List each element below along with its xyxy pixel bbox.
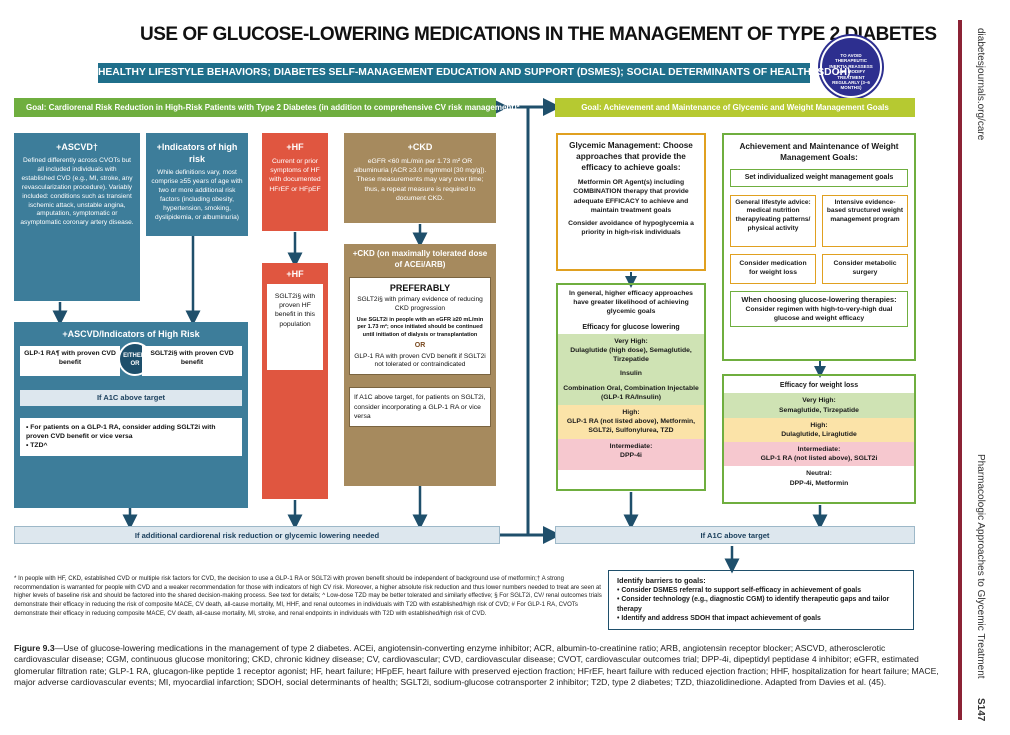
weight-efficacy-box: Efficacy for weight loss Very High: Sema… — [722, 374, 916, 504]
barrier-item: • Identify and address SDOH that impact … — [617, 614, 821, 622]
side-accent-bar — [958, 20, 962, 720]
weight-intermediate-tier: Intermediate: GLP-1 RA (not listed above… — [724, 442, 914, 467]
caption-text: —Use of glucose-lowering medications in … — [14, 643, 939, 688]
intensive-program-box: Intensive evidence-based structured weig… — [822, 194, 908, 247]
hf-box: +HF Current or prior symptoms of HF with… — [262, 133, 328, 231]
ascvd-bullet-1: • For patients on a GLP-1 RA, consider a… — [26, 424, 216, 441]
weight-very-high-tier: Very High: Semaglutide, Tirzepatide — [724, 393, 914, 418]
set-weight-goals: Set individualized weight management goa… — [730, 169, 908, 187]
glucose-high-label: High: — [622, 408, 640, 416]
ckd-a1c-note: If A1C above target, for patients on SGL… — [349, 387, 491, 427]
ascvd-bullet-2: • TZD^ — [26, 442, 48, 450]
weight-high-tier: High: Dulaglutide, Liraglutide — [724, 417, 914, 443]
hf-therapy-heading: +HF — [286, 269, 304, 279]
choosing-therapies-text: Consider regimen with high-to-very-high … — [745, 305, 893, 322]
glucose-insulin: Insulin — [620, 370, 642, 378]
ckd-heading: +CKD — [407, 142, 433, 152]
weight-intermediate-label: Intermediate: — [797, 446, 841, 454]
weight-very-high-label: Very High: — [802, 397, 836, 405]
weight-neutral-drugs: DPP-4i, Metformin — [789, 479, 849, 487]
glycemic-intro: In general, higher efficacy approaches h… — [569, 290, 693, 316]
ascvd-a1c-bar: If A1C above target — [20, 390, 242, 407]
caption-label: Figure 9.3 — [14, 643, 55, 653]
barrier-item: • Consider DSMES referral to support sel… — [617, 586, 862, 594]
ascvd-text: Defined differently across CVOTs but all… — [20, 157, 134, 227]
glucose-intermediate-drugs: DPP-4i — [620, 451, 642, 459]
ascvd-high-risk-box: +ASCVD/Indicators of High Risk GLP-1 RA¶… — [14, 322, 248, 508]
glucose-efficacy-title: Efficacy for glucose lowering — [582, 323, 680, 331]
glucose-intermediate-tier: Intermediate: DPP-4i — [558, 438, 704, 470]
hf-therapy-text: SGLT2i§ with proven HF benefit in this p… — [267, 284, 323, 371]
goal-cardiorenal-bar: Goal: Cardiorenal Risk Reduction in High… — [14, 98, 520, 117]
weight-management-box: Achievement and Maintenance of Weight Ma… — [722, 133, 916, 361]
barrier-item: • Consider technology (e.g., diagnostic … — [617, 596, 890, 613]
goal-glycemic-bar: Goal: Achievement and Maintenance of Gly… — [555, 98, 915, 117]
or-label: OR — [414, 342, 426, 350]
ckd-egfr-line: Use SGLT2i in people with an eGFR ≥20 mL… — [356, 316, 484, 338]
ckd-box: +CKD eGFR <60 mL/min per 1.73 m² OR albu… — [344, 133, 496, 223]
ascvd-box: +ASCVD† Defined differently across CVOTs… — [14, 133, 140, 301]
glycemic-metformin-text: Metformin OR Agent(s) including COMBINAT… — [573, 179, 689, 214]
weight-medication-box: Consider medication for weight loss — [730, 253, 816, 284]
high-risk-text: While definitions vary, most comprise ≥5… — [151, 169, 243, 221]
weight-high-drugs: Dulaglutide, Liraglutide — [781, 430, 857, 438]
therapeutic-inertia-seal: TO AVOID THERAPEUTIC INERTIA REASSESS AN… — [820, 36, 882, 98]
preferably-label: PREFERABLY — [389, 282, 451, 293]
glucose-efficacy-box: In general, higher efficacy approaches h… — [556, 283, 706, 491]
ckd-therapy-box: +CKD (on maximally tolerated dose of ACE… — [344, 244, 496, 486]
weight-neutral-label: Neutral: — [806, 470, 832, 478]
ckd-glp1-line: GLP-1 RA with proven CVD benefit if SGLT… — [354, 352, 486, 369]
glucose-very-high-tier: Very High: Dulaglutide (high dose), Sema… — [558, 333, 704, 405]
ascvd-high-risk-heading: +ASCVD/Indicators of High Risk — [62, 329, 200, 339]
glycemic-hypoglycemia-text: Consider avoidance of hypoglycemia a pri… — [568, 219, 694, 237]
ascvd-addon-panel: • For patients on a GLP-1 RA, consider a… — [20, 418, 242, 456]
additional-risk-reduction-bar: If additional cardiorenal risk reduction… — [14, 526, 500, 544]
weight-very-high-drugs: Semaglutide, Tirzepatide — [779, 406, 859, 414]
section-title: Pharmacologic Approaches to Glycemic Tre… — [975, 454, 986, 679]
ckd-text: eGFR <60 mL/min per 1.73 m² OR albuminur… — [353, 158, 487, 202]
ascvd-heading: +ASCVD† — [56, 142, 98, 152]
glucose-intermediate-label: Intermediate: — [609, 442, 653, 450]
choosing-therapies-heading: When choosing glucose-lowering therapies… — [741, 294, 897, 304]
ckd-therapy-heading: +CKD (on maximally tolerated dose of ACE… — [352, 249, 488, 269]
choosing-therapies-box: When choosing glucose-lowering therapies… — [730, 290, 908, 327]
barriers-heading: Identify barriers to goals: — [617, 576, 706, 585]
figure-title: USE OF GLUCOSE-LOWERING MEDICATIONS IN T… — [140, 24, 937, 45]
high-risk-heading: +Indicators of high risk — [156, 142, 238, 165]
glycemic-management-box: Glycemic Management: Choose approaches t… — [556, 133, 706, 271]
hf-heading: +HF — [286, 142, 304, 152]
high-risk-box: +Indicators of high risk While definitio… — [146, 133, 248, 236]
figure-caption: Figure 9.3—Use of glucose-lowering medic… — [14, 643, 940, 689]
ckd-sglt2-line: SGLT2i§ with primary evidence of reducin… — [357, 295, 483, 312]
ckd-therapy-panel: PREFERABLY SGLT2i§ with primary evidence… — [349, 276, 491, 376]
hf-text: Current or prior symptoms of HF with doc… — [269, 158, 321, 193]
glucose-high-tier: High: GLP-1 RA (not listed above), Metfo… — [558, 404, 704, 439]
glucose-very-high-label: Very High: — [614, 337, 648, 345]
sglt2-option: SGLT2i§ with proven CVD benefit — [142, 346, 242, 377]
weight-high-label: High: — [810, 421, 828, 429]
weight-heading: Achievement and Maintenance of Weight Ma… — [739, 142, 899, 163]
glp1-option: GLP-1 RA¶ with proven CVD benefit — [20, 346, 120, 377]
lifestyle-banner: HEALTHY LIFESTYLE BEHAVIORS; DIABETES SE… — [98, 63, 850, 83]
page-number: S147 — [975, 698, 986, 722]
glucose-combination: Combination Oral, Combination Injectable… — [563, 384, 699, 401]
glucose-high-drugs: GLP-1 RA (not listed above), Metformin, … — [566, 418, 696, 435]
right-a1c-bar: If A1C above target — [555, 526, 915, 544]
weight-intermediate-drugs: GLP-1 RA (not listed above), SGLT2i — [760, 455, 878, 463]
lifestyle-advice-box: General lifestyle advice: medical nutrit… — [730, 194, 816, 247]
barriers-box: Identify barriers to goals: • Consider D… — [608, 570, 914, 630]
metabolic-surgery-box: Consider metabolic surgery — [822, 253, 908, 284]
figure-footnote: * In people with HF, CKD, established CV… — [14, 575, 602, 617]
hf-therapy-box: +HF SGLT2i§ with proven HF benefit in th… — [262, 263, 328, 499]
weight-neutral-tier: Neutral: DPP-4i, Metformin — [724, 466, 914, 490]
journal-url: diabetesjournals.org/care — [975, 28, 986, 141]
glycemic-heading: Glycemic Management: Choose approaches t… — [569, 141, 693, 173]
glucose-very-high-drugs: Dulaglutide (high dose), Semaglutide, Ti… — [570, 347, 692, 364]
weight-efficacy-title: Efficacy for weight loss — [779, 382, 859, 389]
